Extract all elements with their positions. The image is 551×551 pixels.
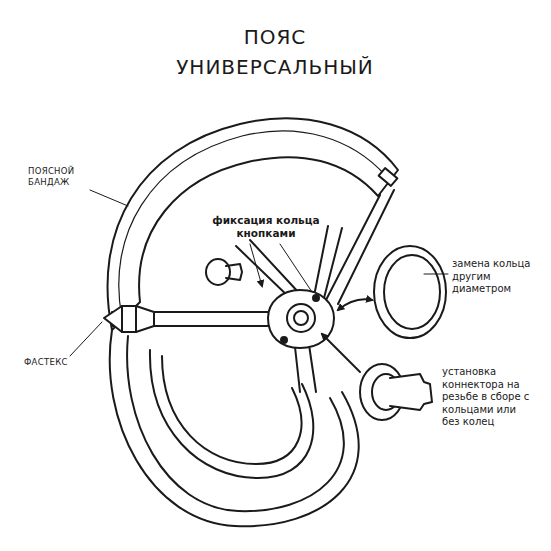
part-label: ФАСТЕКС: [24, 357, 84, 368]
part-label: ПОЯСНОЙ БАНДАЖ: [28, 166, 90, 188]
part-label: фиксация кольца кнопками: [206, 214, 326, 240]
diagram-title: ПОЯС УНИВЕРСАЛЬНЫЙ: [155, 22, 395, 82]
part-label: замена кольца другим диаметром: [452, 258, 532, 296]
part-label: установка коннектора на резьбе в сборе с…: [442, 366, 534, 429]
